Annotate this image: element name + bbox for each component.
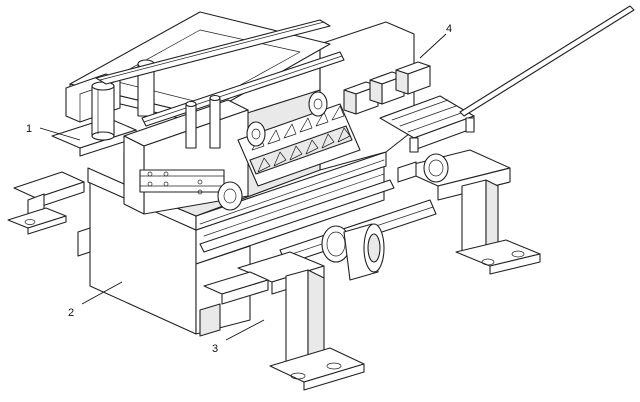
callout-2-label: 2: [68, 307, 74, 319]
callout-3: 3: [212, 319, 265, 355]
callout-4-label: 4: [446, 23, 452, 35]
callout-1: 1: [26, 123, 81, 141]
feed-hoppers: [343, 61, 431, 115]
callout-1-label: 1: [26, 123, 32, 135]
rear-left-support-foot: [7, 171, 85, 235]
callout-3-label: 3: [212, 343, 218, 355]
front-support-foot: [203, 251, 365, 391]
callout-2: 2: [68, 281, 123, 319]
drive-shaft-assembly: [279, 153, 449, 281]
discharge-conveyor: [379, 5, 635, 153]
rear-right-support-foot: [397, 149, 541, 275]
callout-4: 4: [419, 23, 452, 59]
crusher-rollers: [237, 91, 361, 187]
sliding-carriage: [123, 94, 249, 215]
